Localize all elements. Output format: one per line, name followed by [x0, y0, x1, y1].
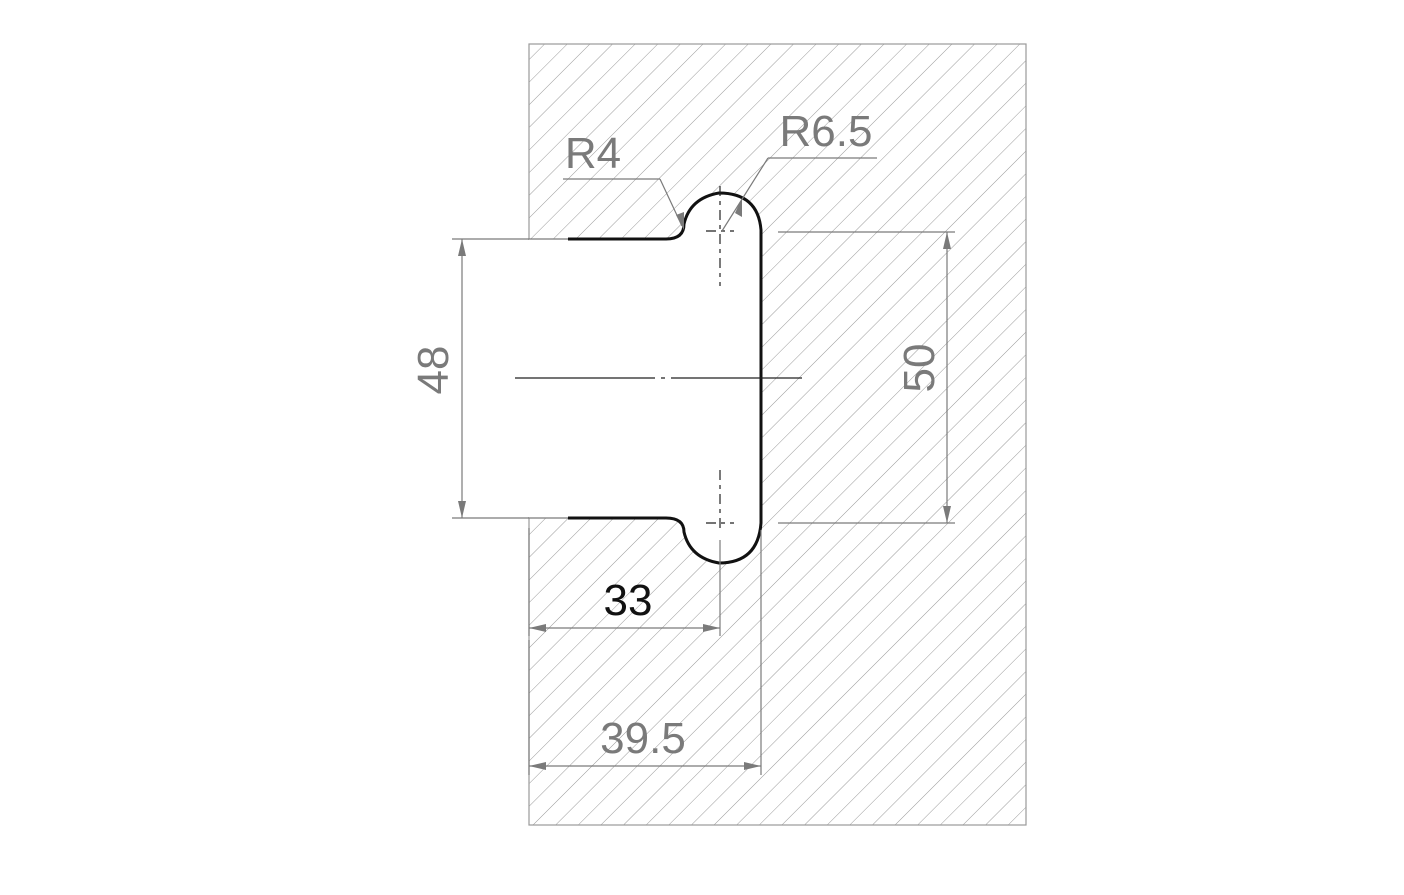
dimension-48: 48 — [409, 238, 568, 519]
dimension-50: 50 — [778, 231, 955, 524]
dimension-50-label: 50 — [895, 344, 944, 393]
radius-r6-5: R6.5 — [721, 107, 877, 232]
dimension-33-label: 33 — [604, 576, 653, 625]
dimension-33: 33 — [528, 528, 721, 636]
dimension-39-5: 39.5 — [528, 530, 762, 775]
dimension-39-5-label: 39.5 — [600, 714, 686, 763]
radius-r6-5-label: R6.5 — [780, 107, 873, 156]
radius-r4: R4 — [563, 129, 684, 230]
dimension-48-label: 48 — [409, 346, 458, 395]
radius-r4-label: R4 — [565, 129, 621, 178]
